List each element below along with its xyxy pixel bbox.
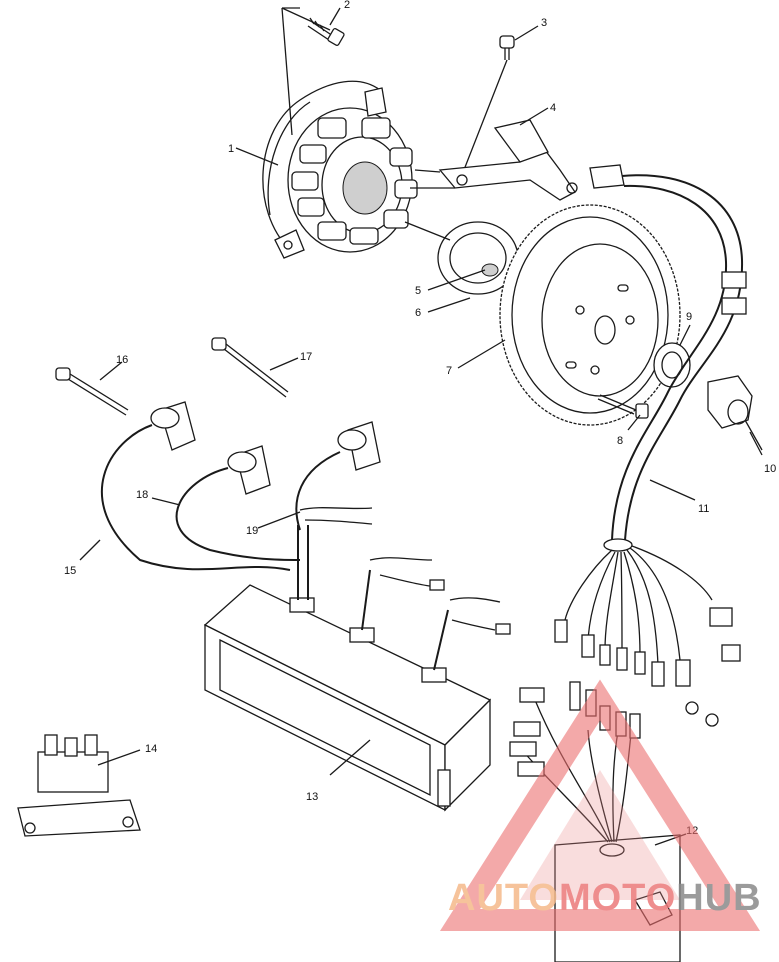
watermark-moto: MOTO bbox=[559, 877, 676, 919]
label-part-14: 14 bbox=[145, 743, 157, 755]
label-part-2: 2 bbox=[344, 0, 350, 11]
flywheel-7 bbox=[499, 204, 681, 426]
label-part-9: 9 bbox=[686, 311, 692, 323]
watermark-logo: AUTOMOTOHUB bbox=[439, 679, 762, 931]
leader-lines bbox=[79, 7, 763, 846]
washer-9 bbox=[653, 342, 691, 388]
label-part-17: 17 bbox=[300, 351, 312, 363]
wire-harness-11 bbox=[554, 164, 747, 727]
label-part-5: 5 bbox=[415, 285, 421, 297]
flywheel-hub bbox=[404, 221, 519, 295]
label-part-11: 11 bbox=[698, 503, 709, 515]
label-part-16: 16 bbox=[116, 354, 128, 366]
stator-assembly bbox=[262, 80, 418, 259]
label-part-15: 15 bbox=[64, 565, 76, 577]
label-part-4: 4 bbox=[550, 102, 556, 114]
cdi-module-13 bbox=[203, 525, 492, 812]
label-part-7: 7 bbox=[446, 365, 452, 377]
watermark-auto: AUTO bbox=[448, 877, 559, 919]
watermark-hub: HUB bbox=[676, 877, 761, 919]
label-part-13: 13 bbox=[306, 791, 318, 803]
bracket-4 bbox=[410, 119, 578, 201]
sensor-10 bbox=[707, 375, 763, 451]
label-part-18: 18 bbox=[136, 489, 148, 501]
bolt-8 bbox=[597, 394, 649, 419]
bolt-16 bbox=[55, 367, 129, 416]
label-part-10: 10 bbox=[764, 463, 776, 475]
label-part-8: 8 bbox=[617, 435, 623, 447]
svg-text:AUTOMOTOHUB: AUTOMOTOHUB bbox=[448, 877, 762, 919]
spark-plug-caps bbox=[150, 401, 381, 495]
label-part-19: 19 bbox=[246, 525, 258, 537]
bolt-17 bbox=[211, 337, 289, 398]
screw-3 bbox=[459, 35, 515, 181]
label-part-3: 3 bbox=[541, 17, 547, 29]
relay-14 bbox=[17, 734, 141, 837]
label-part-6: 6 bbox=[415, 307, 421, 319]
label-part-1: 1 bbox=[228, 143, 234, 155]
ignition-leads bbox=[100, 424, 511, 635]
